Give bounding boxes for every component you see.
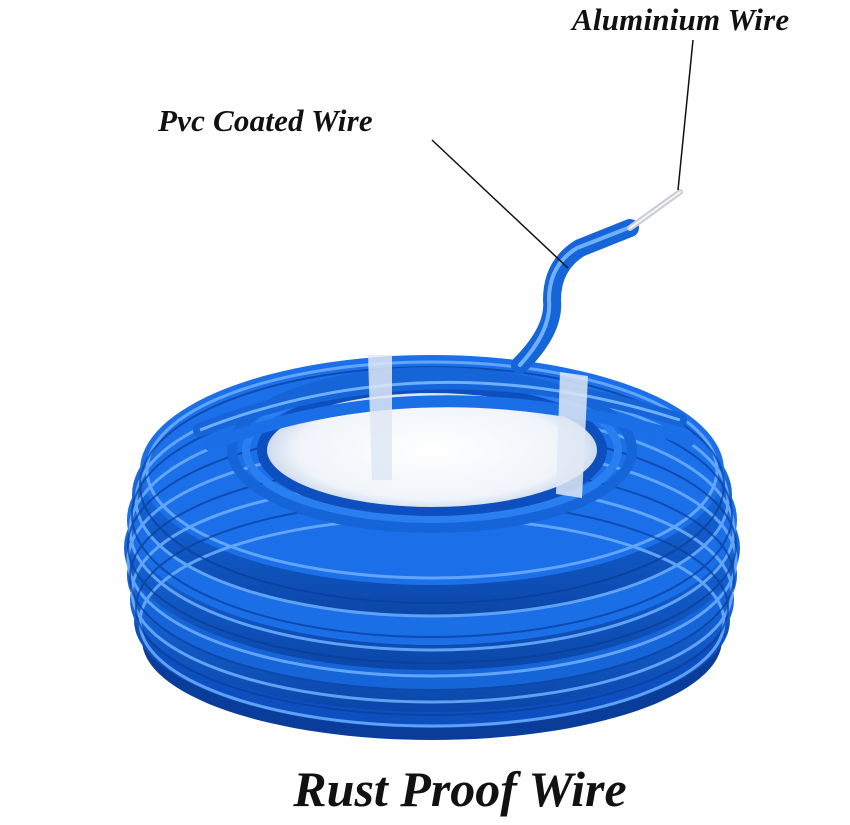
wire-coil (124, 355, 740, 740)
pvc-coated-wire-label: Pvc Coated Wire (158, 103, 373, 138)
wire-end (511, 189, 683, 374)
aluminium-wire-label: Aluminium Wire (572, 2, 790, 37)
product-caption: Rust Proof Wire (293, 761, 627, 817)
aluminium-leader-line (677, 39, 694, 191)
pvc-leader-line (431, 139, 569, 269)
